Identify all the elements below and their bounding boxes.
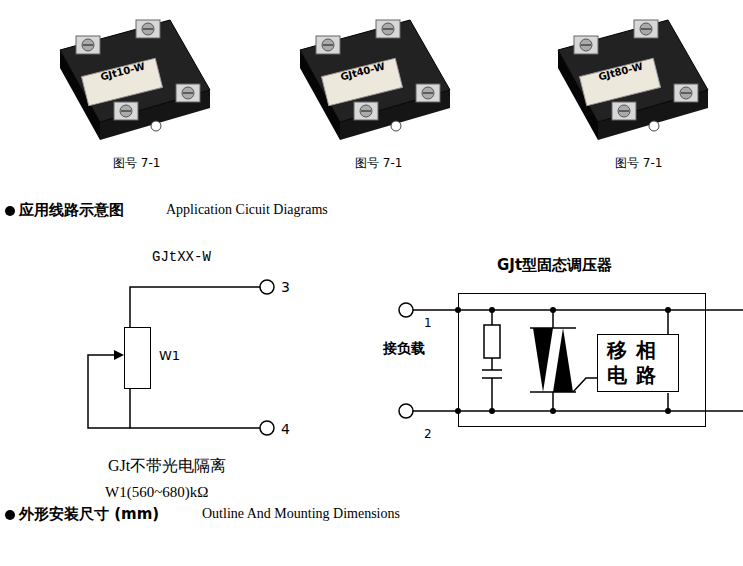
screw-terminal: [612, 102, 636, 120]
screw-slot: [183, 92, 193, 94]
screw-slot: [83, 44, 93, 46]
junction-dot: [550, 408, 556, 414]
node-text: 移相电路: [607, 338, 671, 388]
mounting-hole: [391, 121, 401, 131]
text-label: GJt不带光电隔离: [108, 456, 226, 475]
screw-head: [382, 23, 394, 35]
mounting-hole: [151, 121, 161, 131]
triac-bar: [530, 328, 576, 392]
resistor-symbol: [484, 325, 500, 358]
relay-label-plate: [81, 58, 162, 105]
text-label: W1(560~680)kΩ: [105, 483, 208, 501]
bullet: [5, 510, 15, 520]
screw-terminal: [674, 84, 698, 102]
text-label: Outline And Mounting Dimensions: [202, 506, 400, 523]
screw-head: [580, 39, 592, 51]
screw-slot: [323, 44, 333, 46]
rail-wire: [413, 309, 743, 311]
junction-dot: [665, 307, 671, 313]
screw-terminal: [574, 36, 598, 54]
capacitor-symbol: [482, 370, 502, 378]
junction-dot: [550, 307, 556, 313]
screw-terminal: [634, 20, 658, 38]
junction-dot: [665, 408, 671, 414]
potentiometer-symbol: W1: [124, 327, 151, 389]
relay-top: [558, 20, 708, 122]
terminal: [399, 404, 413, 418]
screw-terminal: [114, 102, 138, 120]
screw-head: [360, 105, 372, 117]
screw-slot: [121, 110, 131, 112]
text-label: 图号 7-1: [615, 156, 662, 170]
junction-dot: [489, 307, 495, 313]
screw-terminal: [316, 36, 340, 54]
screw-slot: [361, 110, 371, 112]
relay-label-plate: [579, 58, 660, 105]
screw-slot: [641, 28, 651, 30]
gate-wire: [573, 378, 598, 392]
text-label: GJtXX-W: [152, 249, 211, 266]
screw-slot: [619, 110, 629, 112]
relay-top: [300, 20, 450, 122]
text-label: 4: [281, 421, 290, 438]
wire: [552, 310, 554, 411]
text-label: 接负载: [383, 340, 425, 357]
screw-terminal: [176, 84, 200, 102]
screw-slot: [423, 92, 433, 94]
node-text: GJt型固态调压器: [497, 256, 612, 275]
relay-photo: [300, 20, 450, 140]
screw-head: [618, 105, 630, 117]
screw-slot: [681, 92, 691, 94]
text-label: 图号 7-1: [355, 156, 402, 170]
phase-shift-box: 移相电路: [597, 334, 679, 392]
text-label: 1: [424, 316, 432, 330]
terminal: [260, 421, 274, 435]
relay-photo: [60, 20, 210, 140]
screw-slot: [383, 28, 393, 30]
wiper-arrow: [114, 350, 124, 360]
text-label: 3: [281, 279, 290, 296]
junction-dot: [489, 408, 495, 414]
triac-symbol: [553, 328, 573, 392]
wire: [491, 358, 493, 370]
screw-head: [322, 39, 334, 51]
screw-head: [82, 39, 94, 51]
screw-terminal: [376, 20, 400, 38]
screw-terminal: [354, 102, 378, 120]
mounting-hole: [649, 121, 659, 131]
wire: [491, 378, 493, 411]
screw-slot: [581, 44, 591, 46]
text-label: 应用线路示意图: [19, 201, 124, 219]
triac-symbol: [533, 328, 553, 392]
node-text: W1: [159, 348, 180, 363]
screw-head: [182, 87, 194, 99]
relay-label-plate: [321, 58, 402, 105]
relay-photo: [558, 20, 708, 140]
screw-terminal: [416, 84, 440, 102]
screw-head: [640, 23, 652, 35]
screw-terminal: [136, 20, 160, 38]
screw-head: [142, 23, 154, 35]
text-label: 外形安装尺寸 (mm): [19, 505, 159, 523]
regulator-box: GJt型固态调压器移相电路: [458, 293, 706, 427]
rail-wire: [413, 410, 743, 412]
bullet: [5, 206, 15, 216]
text-label: 图号 7-1: [113, 156, 160, 170]
screw-terminal: [76, 36, 100, 54]
text-label: 2: [424, 427, 432, 441]
screw-head: [680, 87, 692, 99]
terminal: [399, 303, 413, 317]
screw-head: [120, 105, 132, 117]
screw-slot: [143, 28, 153, 30]
wire: [130, 287, 260, 327]
relay-top: [60, 20, 210, 122]
text-label: Application Cicuit Diagrams: [166, 202, 328, 219]
screw-head: [422, 87, 434, 99]
wire: [130, 389, 260, 428]
terminal: [260, 280, 274, 294]
